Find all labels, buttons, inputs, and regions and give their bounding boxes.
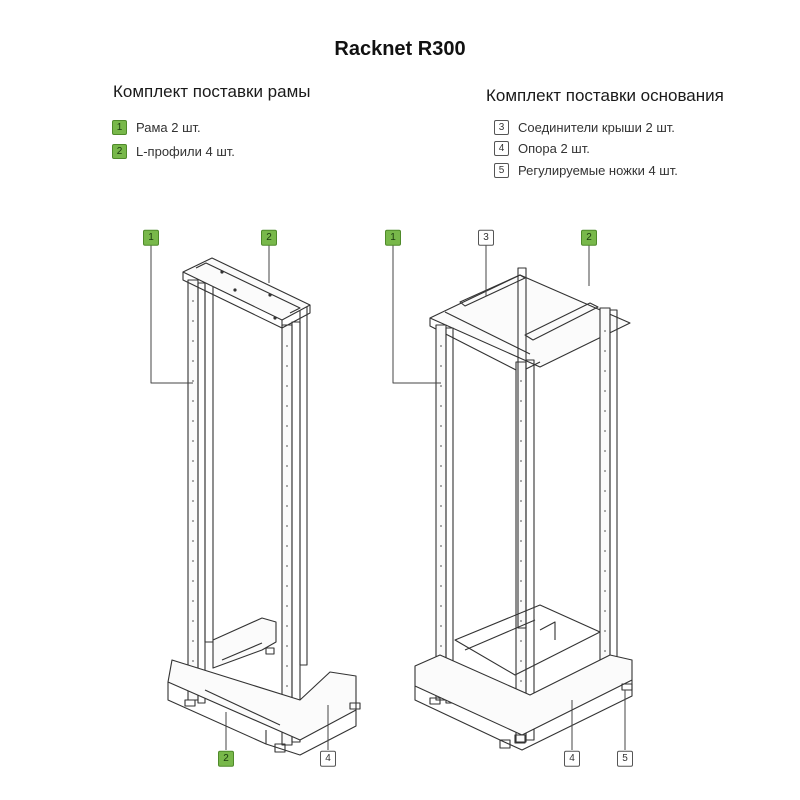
frame-kit-item: 2 L-профили 4 шт. xyxy=(112,144,235,159)
number-badge: 2 xyxy=(261,229,277,246)
base-kit-item: 3 Соединители крыши 2 шт. xyxy=(494,120,675,135)
number-badge: 2 xyxy=(112,144,127,159)
right-rack-drawing xyxy=(414,267,633,751)
number-badge: 5 xyxy=(617,750,633,767)
item-label: Опора 2 шт. xyxy=(518,141,590,156)
left-rack-drawing xyxy=(167,257,361,756)
callout-right-support: 4 xyxy=(564,748,580,767)
number-badge: 2 xyxy=(581,229,597,246)
number-badge: 5 xyxy=(494,163,509,178)
number-badge: 1 xyxy=(385,229,401,246)
callout-right-feet: 5 xyxy=(617,748,633,767)
callout-right-lprofile: 2 xyxy=(581,227,597,246)
number-badge: 1 xyxy=(143,229,159,246)
number-badge: 3 xyxy=(478,229,494,246)
callout-left-frame: 1 xyxy=(143,227,159,246)
callout-right-roof-connector: 3 xyxy=(478,227,494,246)
item-label: Регулируемые ножки 4 шт. xyxy=(518,163,678,178)
page-title: Racknet R300 xyxy=(334,38,466,60)
base-kit-item: 5 Регулируемые ножки 4 шт. xyxy=(494,163,678,178)
callout-left-lprofile-top: 2 xyxy=(261,227,277,246)
frame-kit-heading: Комплект поставки рамы xyxy=(113,82,311,101)
number-badge: 3 xyxy=(494,120,509,135)
number-badge: 4 xyxy=(494,141,509,156)
base-kit-heading: Комплект поставки основания xyxy=(486,86,724,105)
callout-left-lprofile-bottom: 2 xyxy=(218,748,234,767)
number-badge: 1 xyxy=(112,120,127,135)
number-badge: 4 xyxy=(320,750,336,767)
number-badge: 4 xyxy=(564,750,580,767)
item-label: Рама 2 шт. xyxy=(136,120,201,135)
leader-lines xyxy=(150,243,626,750)
number-badge: 2 xyxy=(218,750,234,767)
frame-kit-item: 1 Рама 2 шт. xyxy=(112,120,201,135)
item-label: L-профили 4 шт. xyxy=(136,144,235,159)
callout-left-support: 4 xyxy=(320,748,336,767)
item-label: Соединители крыши 2 шт. xyxy=(518,120,675,135)
base-kit-item: 4 Опора 2 шт. xyxy=(494,141,590,156)
callout-right-frame: 1 xyxy=(385,227,401,246)
